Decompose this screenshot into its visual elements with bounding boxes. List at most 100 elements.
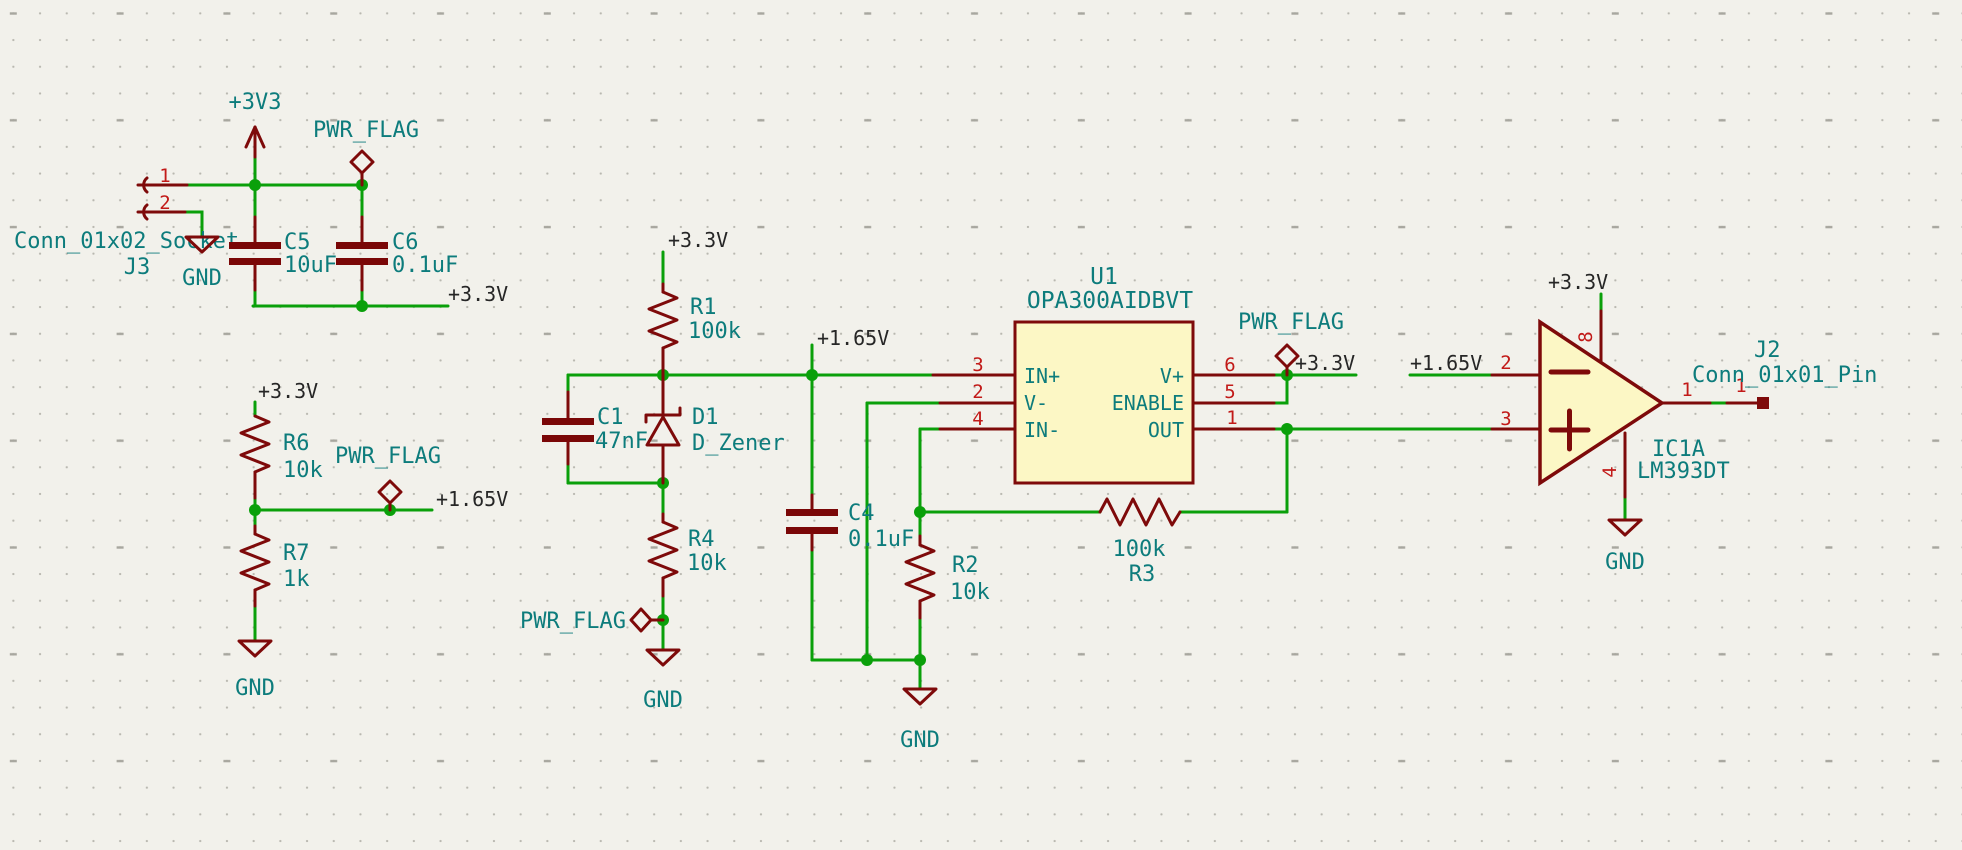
pwr-flag-2[interactable]: PWR_FLAG xyxy=(335,444,441,512)
ic1a-pin2-number: 2 xyxy=(1500,352,1511,374)
r4-ref[interactable]: R4 xyxy=(688,527,715,552)
capacitor-c1[interactable]: C1 47nF xyxy=(542,390,648,466)
u1-pin4-number: 4 xyxy=(972,408,983,430)
ic1a-value[interactable]: LM393DT xyxy=(1637,459,1730,484)
r7-value[interactable]: 1k xyxy=(283,567,310,592)
c5-plate xyxy=(229,242,281,249)
c4-ref[interactable]: C4 xyxy=(848,501,875,526)
u1-pin5-number: 5 xyxy=(1224,381,1235,403)
gnd-symbol-r7[interactable]: GND xyxy=(235,639,275,701)
gnd-triangle-icon xyxy=(1607,518,1643,537)
wire-enable-wrap[interactable] xyxy=(1272,373,1289,405)
r6-ref[interactable]: R6 xyxy=(283,431,310,456)
ic1a-pin1-number: 1 xyxy=(1681,379,1692,401)
pwr-flag-diamond-icon xyxy=(377,479,403,505)
c4-value[interactable]: 0.1uF xyxy=(848,527,914,552)
u1-body[interactable] xyxy=(1013,320,1195,485)
r4-value[interactable]: 10k xyxy=(687,551,727,576)
pwr-flag-3[interactable]: PWR_FLAG xyxy=(520,607,665,634)
power-symbol-3v3[interactable]: +3V3 xyxy=(229,90,282,159)
c1-value[interactable]: 47nF xyxy=(595,429,648,454)
u1-pin4-name: IN- xyxy=(1024,418,1060,442)
pwr-flag-4[interactable]: PWR_FLAG xyxy=(1238,310,1344,377)
resistor-r6[interactable]: R6 10k xyxy=(239,414,323,500)
pwr-flag-diamond-icon xyxy=(349,149,375,175)
pwr-flag-label[interactable]: PWR_FLAG xyxy=(1238,310,1344,335)
gnd-symbol-rail[interactable]: GND xyxy=(900,687,940,753)
pwr-flag-label[interactable]: PWR_FLAG xyxy=(313,118,419,143)
j2-pad-icon xyxy=(1757,397,1769,409)
ic1a-pin8-number: 8 xyxy=(1575,331,1597,342)
net-label-33v-rail[interactable]: +3.3V xyxy=(448,282,508,306)
gnd-label[interactable]: GND xyxy=(900,728,940,753)
net-label-165v-divider[interactable]: +1.65V xyxy=(436,487,508,511)
pwr-flag-1[interactable]: PWR_FLAG xyxy=(313,118,419,187)
net-label-33v-u1[interactable]: +3.3V xyxy=(1295,351,1355,375)
resistor-r7[interactable]: R7 1k xyxy=(239,524,310,608)
r7-ref[interactable]: R7 xyxy=(283,541,310,566)
resistor-r4[interactable]: R4 10k xyxy=(647,512,727,598)
u1-value[interactable]: OPA300AIDBVT xyxy=(1027,288,1193,314)
c5-plate xyxy=(229,258,281,265)
r2-zigzag xyxy=(904,543,936,603)
d1-ref[interactable]: D1 xyxy=(692,405,719,430)
c5-value[interactable]: 10uF xyxy=(284,253,337,278)
r1-ref[interactable]: R1 xyxy=(690,295,717,320)
junction-dot xyxy=(861,654,873,666)
j2-ref[interactable]: J2 xyxy=(1754,338,1781,363)
r7-zigzag xyxy=(239,532,271,592)
gnd-label[interactable]: GND xyxy=(643,688,683,713)
c6-plate xyxy=(336,242,388,249)
r3-value[interactable]: 100k xyxy=(1113,537,1166,562)
net-label-33v-divider[interactable]: +3.3V xyxy=(258,379,318,403)
j3-ref[interactable]: J3 xyxy=(124,255,151,280)
wire-j3-pin2-gnd[interactable] xyxy=(183,210,204,239)
wires[interactable] xyxy=(183,155,1729,691)
gnd-label[interactable]: GND xyxy=(235,676,275,701)
gnd-symbol-comp[interactable]: GND xyxy=(1605,518,1645,575)
c1-plate xyxy=(542,435,594,442)
connector-j2[interactable]: 1 J2 Conn_01x01_Pin xyxy=(1692,338,1877,409)
gnd-triangle-icon xyxy=(237,639,273,658)
diode-d1-zener[interactable]: D1 D_Zener xyxy=(644,373,785,485)
ic1a-ref[interactable]: IC1A xyxy=(1652,437,1705,462)
resistor-r1[interactable]: R1 100k xyxy=(647,282,741,377)
c6-ref[interactable]: C6 xyxy=(392,230,419,255)
u1-ref[interactable]: U1 xyxy=(1090,264,1118,290)
pwr-flag-label[interactable]: PWR_FLAG xyxy=(520,609,626,634)
r1-value[interactable]: 100k xyxy=(688,319,741,344)
c1-ref[interactable]: C1 xyxy=(597,405,624,430)
net-label-33v-comp[interactable]: +3.3V xyxy=(1548,270,1608,294)
gnd-symbol-j3[interactable]: GND xyxy=(182,235,222,291)
net-label-165v-comp[interactable]: +1.65V xyxy=(1410,351,1482,375)
junction-dot xyxy=(914,506,926,518)
d1-value[interactable]: D_Zener xyxy=(692,431,785,456)
resistor-r3[interactable]: 100k R3 xyxy=(1098,497,1182,587)
pwr-flag-label[interactable]: PWR_FLAG xyxy=(335,444,441,469)
ic-ic1a-comparator[interactable]: 2 3 8 4 1 IC1A LM393DT xyxy=(1490,309,1730,499)
capacitor-c5[interactable]: C5 10uF xyxy=(229,215,337,292)
capacitor-c6[interactable]: C6 0.1uF xyxy=(336,215,458,292)
u1-pin2-number: 2 xyxy=(972,381,983,403)
net-label-33v-r1[interactable]: +3.3V xyxy=(668,228,728,252)
u1-pin1-number: 1 xyxy=(1226,407,1237,429)
net-label-165v-mid[interactable]: +1.65V xyxy=(817,326,889,350)
c6-value[interactable]: 0.1uF xyxy=(392,253,458,278)
c4-plate xyxy=(786,527,838,534)
power-3v3-label[interactable]: +3V3 xyxy=(229,90,282,115)
gnd-symbol-r4[interactable]: GND xyxy=(643,648,683,713)
r3-ref[interactable]: R3 xyxy=(1129,562,1156,587)
gnd-label[interactable]: GND xyxy=(182,266,222,291)
c5-ref[interactable]: C5 xyxy=(284,230,311,255)
capacitor-c4[interactable]: C4 0.1uF xyxy=(786,493,914,552)
resistor-r2[interactable]: R2 10k xyxy=(904,534,990,620)
junction-dot xyxy=(806,369,818,381)
r2-value[interactable]: 10k xyxy=(950,580,990,605)
gnd-label[interactable]: GND xyxy=(1605,550,1645,575)
junction-dot xyxy=(1281,423,1293,435)
r2-ref[interactable]: R2 xyxy=(952,553,979,578)
ic-u1-opamp[interactable]: U1 OPA300AIDBVT 3 2 4 6 5 1 IN+ V- IN- V… xyxy=(931,264,1276,485)
j2-value[interactable]: Conn_01x01_Pin xyxy=(1692,363,1877,388)
r6-value[interactable]: 10k xyxy=(283,458,323,483)
